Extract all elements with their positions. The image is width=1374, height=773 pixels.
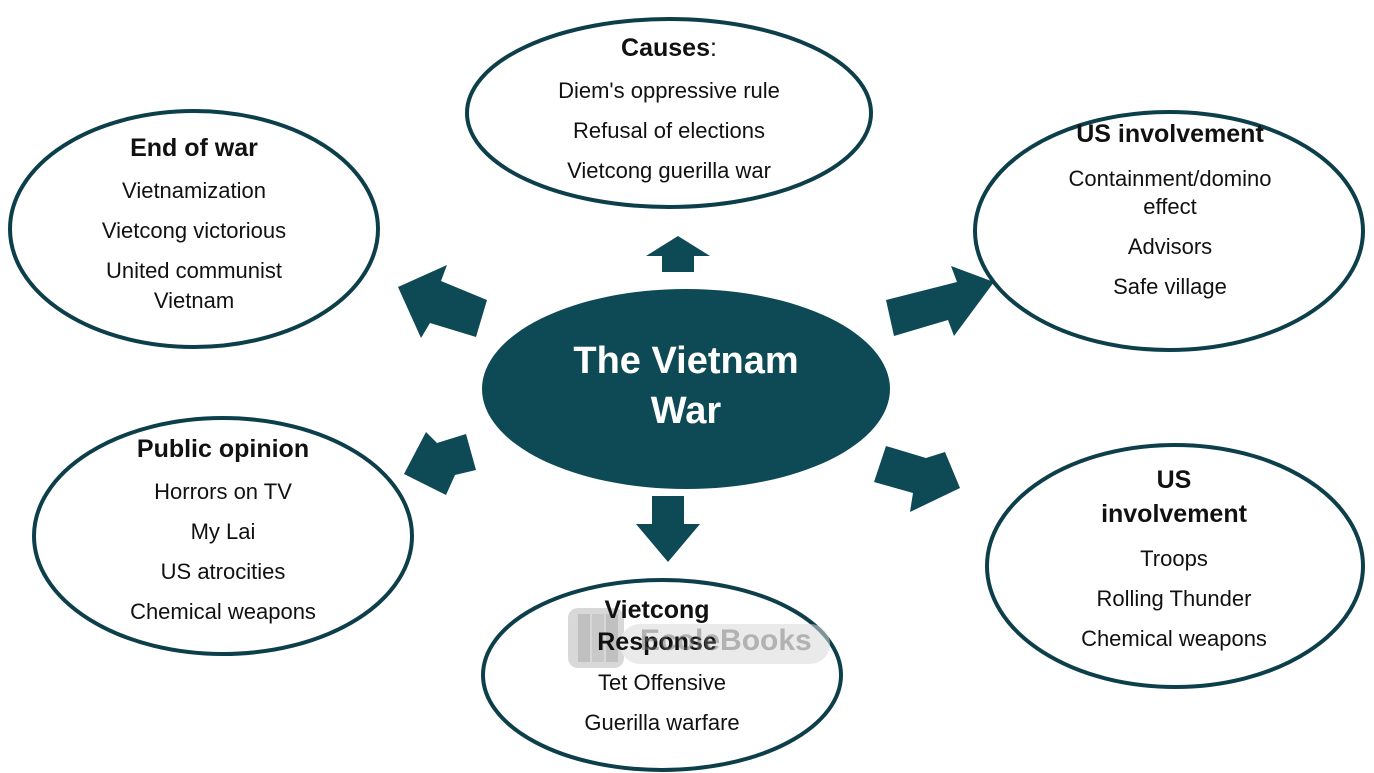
vietcong-response-item: Tet Offensive <box>598 670 726 695</box>
us-involvement-2-ellipse <box>985 443 1365 689</box>
public-opinion-item: Chemical weapons <box>130 599 316 624</box>
us-involvement-2-item: Chemical weapons <box>1081 626 1267 651</box>
causes-node: Causes: Diem's oppressive rule Refusal o… <box>479 32 859 184</box>
causes-title: Causes <box>621 34 710 62</box>
end-of-war-item: Vietnam <box>153 288 235 313</box>
arrow-to-public-opinion <box>404 432 476 495</box>
arrow-to-end-of-war <box>398 265 487 338</box>
end-of-war-node: End of war Vietnamization Vietcong victo… <box>24 132 364 314</box>
us-involvement-2-item: Rolling Thunder <box>1096 586 1252 611</box>
end-of-war-item: Vietnamization <box>122 178 266 203</box>
us-involvement-1-node: US involvement Containment/domino effect… <box>990 118 1350 300</box>
vietcong-response-item: Guerilla warfare <box>584 710 740 735</box>
end-of-war-title: End of war <box>130 134 258 162</box>
public-opinion-item: My Lai <box>190 519 256 544</box>
us-involvement-1-item: Safe village <box>1113 274 1227 299</box>
arrow-to-us-involvement-2 <box>874 446 960 512</box>
public-opinion-node: Public opinion Horrors on TV My Lai US a… <box>47 433 399 625</box>
us-involvement-1-title: US involvement <box>1076 120 1264 148</box>
causes-title-row: Causes: <box>621 32 717 64</box>
public-opinion-item: US atrocities <box>160 559 286 584</box>
us-involvement-1-item: Advisors <box>1127 234 1213 259</box>
public-opinion-ellipse <box>32 416 414 656</box>
arrow-to-us-involvement-1 <box>886 266 994 336</box>
causes-title-colon: : <box>710 34 717 62</box>
us-involvement-2-node: US involvement Troops Rolling Thunder Ch… <box>1004 464 1344 652</box>
end-of-war-ellipse <box>8 109 380 349</box>
end-of-war-item: United communist <box>105 258 283 283</box>
arrow-to-vietcong-response <box>636 496 700 562</box>
center-title-line1: The Vietnam <box>573 340 799 382</box>
causes-item: Diem's oppressive rule <box>558 78 780 103</box>
causes-item: Refusal of elections <box>573 118 765 143</box>
us-involvement-2-item: Troops <box>1140 546 1208 571</box>
vietcong-response-title-line2: Response <box>597 628 717 656</box>
public-opinion-title: Public opinion <box>136 435 310 463</box>
center-ellipse <box>482 289 890 489</box>
end-of-war-item: Vietcong victorious <box>101 218 287 243</box>
us-involvement-1-ellipse <box>973 110 1365 352</box>
causes-item: Vietcong guerilla war <box>567 158 771 183</box>
center-title: The Vietnam War <box>482 338 890 434</box>
us-involvement-1-item: effect <box>1143 194 1197 219</box>
causes-ellipse <box>465 17 873 209</box>
us-involvement-1-item: Containment/domino <box>1068 166 1272 191</box>
us-involvement-2-title-line2: involvement <box>1101 500 1247 528</box>
center-title-line2: War <box>650 390 722 432</box>
vietcong-response-node: Vietcong Response Tet Offensive Guerilla… <box>502 594 822 736</box>
book-icon <box>568 608 830 668</box>
arrow-to-causes <box>646 236 710 272</box>
watermark-logo-text: EcoleBooks <box>640 624 812 657</box>
public-opinion-item: Horrors on TV <box>154 479 292 504</box>
us-involvement-2-title-line1: US <box>1156 466 1192 494</box>
vietcong-response-title-line1: Vietcong <box>604 596 710 624</box>
